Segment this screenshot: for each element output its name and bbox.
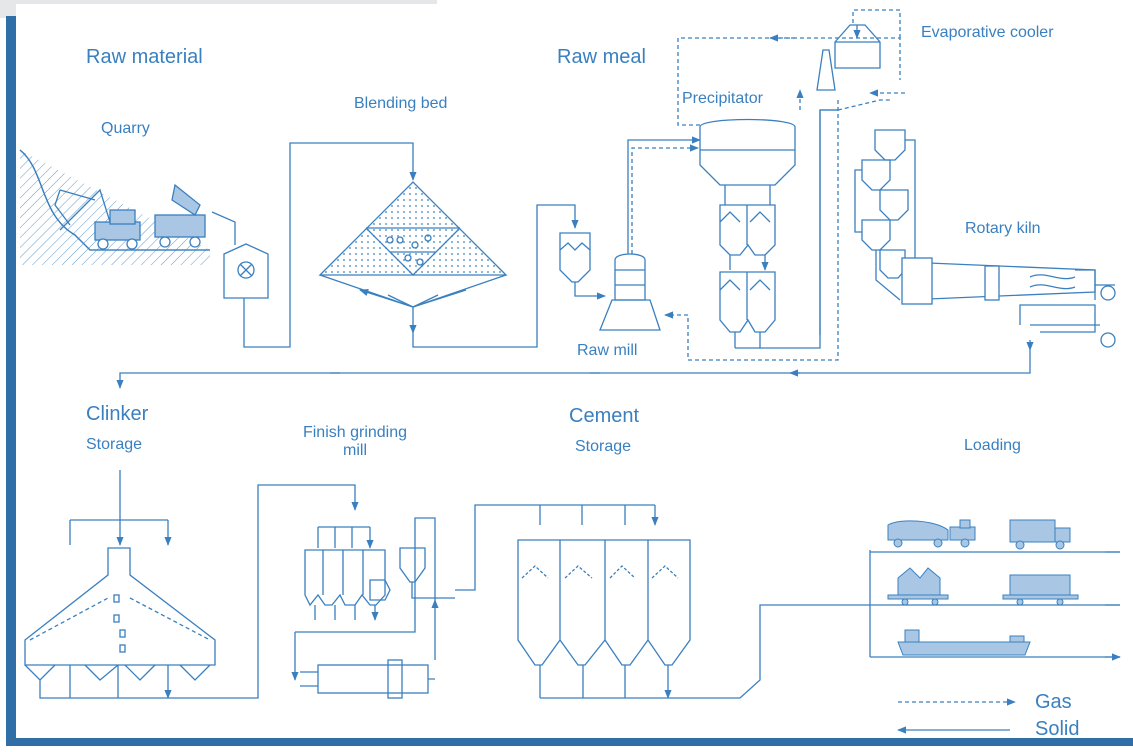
raw-meal-silos — [719, 204, 776, 333]
blending-bed-pile — [318, 181, 508, 276]
label-cement-storage: Storage — [575, 438, 632, 455]
flow-kiln-to-clinker-storage — [116, 350, 1031, 389]
label-raw-mill: Raw mill — [577, 342, 638, 359]
label-cement: Cement — [569, 405, 640, 427]
loading-lines — [869, 550, 1120, 658]
flow-blending-bed-to-raw-silo — [412, 204, 579, 348]
label-loading: Loading — [964, 437, 1021, 454]
raw-material-silo — [559, 232, 591, 283]
label-finish-grinding-line2: mill — [343, 441, 367, 459]
crusher-unit — [211, 211, 269, 299]
preheater-tower — [854, 129, 916, 301]
clinker-storage-building — [24, 547, 216, 681]
loading-vehicles — [887, 519, 1079, 656]
label-precipitator: Precipitator — [682, 90, 763, 107]
legend-solid-label: Solid — [1035, 718, 1080, 740]
flow-crusher-to-blending-bed — [243, 142, 417, 348]
rotary-kiln — [901, 257, 1116, 305]
label-evaporative-cooler: Evaporative cooler — [921, 24, 1054, 41]
label-raw-material: Raw material — [86, 46, 203, 68]
precipitator — [699, 118, 796, 205]
label-quarry: Quarry — [101, 120, 150, 137]
cement-silos — [517, 539, 691, 666]
label-finish-grinding-mill: Finish grinding mill — [280, 424, 430, 459]
label-clinker-storage: Storage — [86, 436, 143, 453]
legend — [897, 698, 1016, 734]
label-blending-bed: Blending bed — [354, 95, 448, 112]
separator — [399, 547, 426, 583]
label-clinker: Clinker — [86, 403, 149, 425]
blending-bed-reclaim-lines — [319, 274, 507, 308]
clinker-cooler — [1019, 304, 1116, 351]
legend-gas-label: Gas — [1035, 691, 1072, 713]
finish-grinding-ball-mill — [300, 659, 435, 699]
raw-mill — [599, 253, 661, 331]
finish-grinding-silos — [304, 526, 391, 607]
quarry-illustration — [19, 149, 210, 265]
label-rotary-kiln: Rotary kiln — [965, 220, 1041, 237]
label-finish-grinding-line1: Finish grinding — [302, 424, 408, 441]
diagram-canvas — [16, 4, 1133, 738]
label-raw-meal: Raw meal — [557, 46, 646, 68]
exhaust-stack — [816, 49, 836, 91]
